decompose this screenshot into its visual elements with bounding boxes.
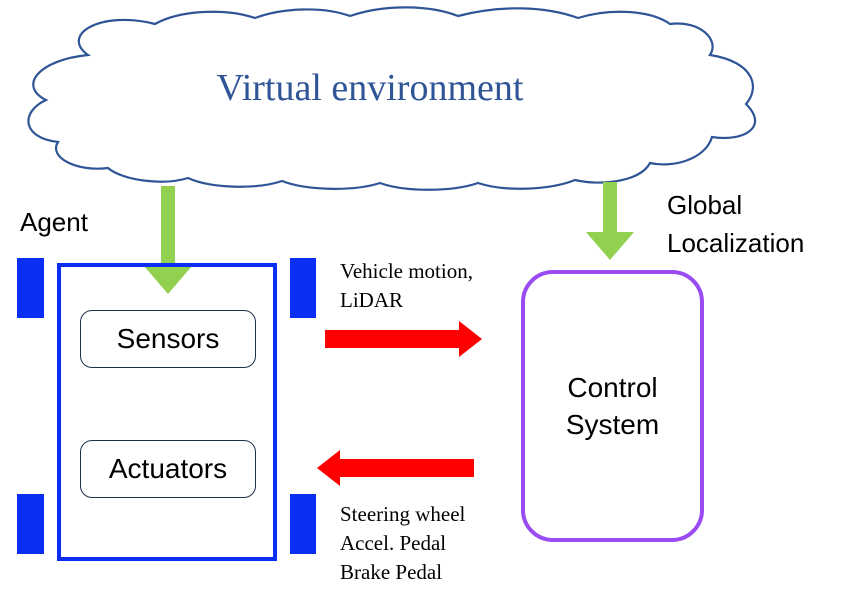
sensors-label: Sensors (116, 323, 220, 354)
control-commands-label: Steering wheel Accel. Pedal Brake Pedal (340, 500, 465, 587)
lidar-line: LiDAR (340, 288, 403, 312)
vehicle-outline (17, 258, 316, 561)
virtual-environment-cloud (27, 6, 757, 191)
control-output-arrow-shaft (338, 459, 474, 477)
front-left-wheel (17, 258, 44, 318)
control-output-arrow-head (317, 450, 340, 486)
sensor-input-arrow-head (144, 266, 192, 294)
sensor-input-arrow-shaft (161, 186, 175, 268)
brake-pedal-line: Brake Pedal (340, 560, 443, 584)
control-input-arrow-head (586, 232, 634, 260)
control-system-line-2: System (565, 409, 660, 440)
accel-pedal-line: Accel. Pedal (340, 531, 447, 555)
sensor-output-arrow-head (459, 321, 482, 357)
virtual-environment-title: Virtual environment (216, 67, 524, 109)
rear-right-wheel (290, 494, 316, 554)
global-localization-label: Global Localization (667, 186, 804, 262)
rear-left-wheel (17, 494, 44, 554)
global-localization-line-1: Global (667, 190, 743, 220)
steering-wheel-line: Steering wheel (340, 502, 466, 526)
sensors-box: Sensors (80, 310, 256, 368)
global-localization-line-2: Localization (667, 228, 805, 258)
vehicle-body (57, 263, 277, 561)
vehicle-motion-line: Vehicle motion, (340, 259, 473, 283)
control-system-text: Control System (566, 369, 659, 443)
front-right-wheel (290, 258, 316, 318)
control-input-arrow-shaft (603, 182, 617, 234)
signal-arrows (317, 321, 482, 486)
actuators-label: Actuators (108, 453, 228, 484)
agent-label: Agent (20, 207, 88, 237)
actuators-box: Actuators (80, 440, 256, 498)
vehicle-motion-lidar-label: Vehicle motion, LiDAR (340, 257, 473, 315)
control-system-box: Control System (521, 270, 704, 542)
sensor-output-arrow-shaft (325, 330, 461, 348)
environment-arrows (144, 182, 634, 294)
control-system-line-1: Control (567, 372, 658, 403)
cloud-shape (27, 6, 757, 191)
